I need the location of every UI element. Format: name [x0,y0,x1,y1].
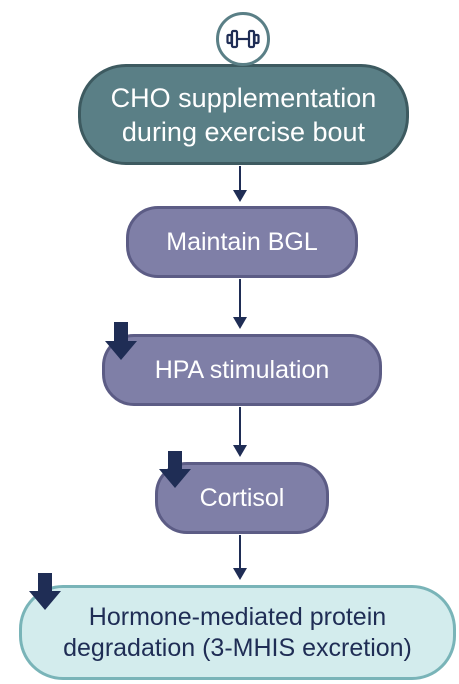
node-protein-degradation: Hormone-mediated protein degradation (3-… [19,585,456,680]
node-maintain-bgl: Maintain BGL [126,206,358,278]
node-degradation-line1: Hormone-mediated protein [88,602,387,631]
node-bgl-label: Maintain BGL [166,227,318,256]
connector-arrow-4 [233,535,247,580]
node-hpa-label: HPA stimulation [154,355,330,384]
down-arrow-icon-cortisol [159,451,191,488]
down-arrow-icon-degradation [29,573,61,610]
node-cho-line2: during exercise bout [121,116,366,147]
dumbbell-icon [216,12,270,66]
node-cho-line1: CHO supplementation [110,82,377,113]
node-cortisol-label: Cortisol [199,483,285,512]
node-cortisol: Cortisol [155,462,329,534]
connector-arrow-3 [233,407,247,457]
node-degradation-line2: degradation (3-MHIS excretion) [63,633,412,662]
node-hpa-stimulation: HPA stimulation [102,334,382,406]
connector-arrow-1 [233,166,247,202]
connector-arrow-2 [233,279,247,329]
down-arrow-icon-hpa [105,322,137,360]
